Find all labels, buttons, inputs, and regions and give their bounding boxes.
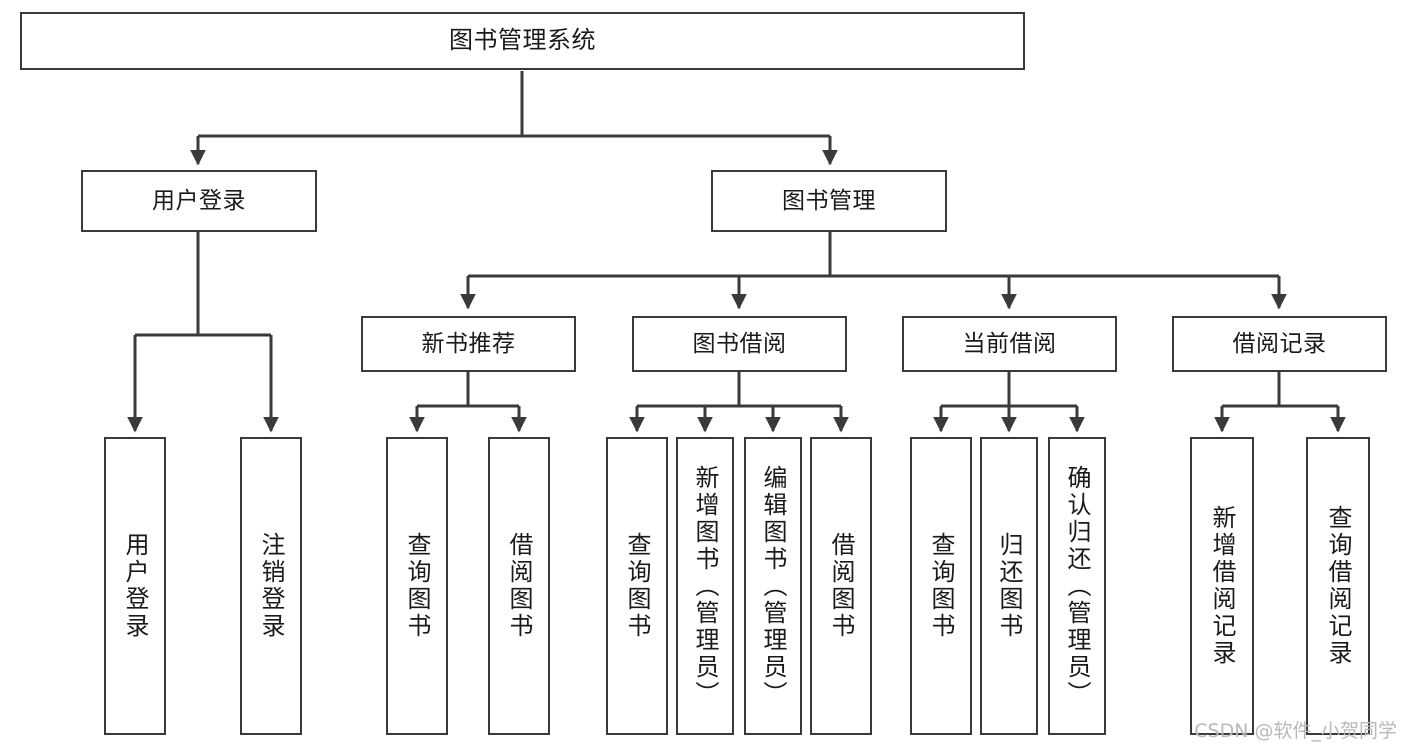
leaf-cb-confirm-return-admin[interactable]: 确认归还（管理员）	[1048, 437, 1106, 735]
leaf-nb-borrow-book[interactable]: 借阅图书	[488, 437, 550, 735]
node-label: 当前借阅	[962, 330, 1057, 357]
node-label: 查询借阅记录	[1324, 505, 1352, 667]
node-label: 归还图书	[995, 532, 1023, 640]
node-borrow-records[interactable]: 借阅记录	[1172, 316, 1387, 372]
node-root-system[interactable]: 图书管理系统	[20, 12, 1025, 70]
leaf-cb-return-book[interactable]: 归还图书	[980, 437, 1038, 735]
node-book-borrow[interactable]: 图书借阅	[632, 316, 847, 372]
leaf-user-login[interactable]: 用户登录	[104, 437, 166, 735]
leaf-logout[interactable]: 注销登录	[240, 437, 302, 735]
node-label: 编辑图书（管理员）	[759, 464, 787, 708]
node-label: 确认归还（管理员）	[1063, 464, 1091, 708]
leaf-cb-query-book[interactable]: 查询图书	[910, 437, 972, 735]
node-label: 借阅图书	[505, 532, 533, 640]
node-label: 新增图书（管理员）	[691, 464, 719, 708]
node-current-borrow[interactable]: 当前借阅	[902, 316, 1117, 372]
node-label: 借阅记录	[1232, 330, 1327, 357]
leaf-bw-borrow-book[interactable]: 借阅图书	[810, 437, 872, 735]
node-label: 查询图书	[403, 532, 431, 640]
node-label: 用户登录	[121, 532, 149, 640]
leaf-rc-add-record[interactable]: 新增借阅记录	[1190, 437, 1254, 735]
leaf-rc-query-record[interactable]: 查询借阅记录	[1306, 437, 1370, 735]
csdn-watermark: CSDN @软件_小贺同学	[1194, 720, 1397, 742]
leaf-bw-edit-book-admin[interactable]: 编辑图书（管理员）	[744, 437, 802, 735]
node-label: 图书管理	[782, 187, 876, 214]
node-label: 注销登录	[257, 532, 285, 640]
leaf-nb-query-book[interactable]: 查询图书	[386, 437, 448, 735]
node-label: 图书管理系统	[449, 26, 596, 55]
node-label: 查询图书	[623, 532, 651, 640]
node-label: 图书借阅	[692, 330, 787, 357]
leaf-bw-query-book[interactable]: 查询图书	[606, 437, 668, 735]
node-user-login[interactable]: 用户登录	[81, 170, 317, 232]
node-book-management[interactable]: 图书管理	[711, 170, 947, 232]
node-label: 查询图书	[927, 532, 955, 640]
leaf-bw-add-book-admin[interactable]: 新增图书（管理员）	[676, 437, 734, 735]
node-new-book-recommend[interactable]: 新书推荐	[361, 316, 576, 372]
node-label: 用户登录	[152, 187, 246, 214]
node-label: 新书推荐	[421, 330, 516, 357]
node-label: 新增借阅记录	[1208, 505, 1236, 667]
node-label: 借阅图书	[827, 532, 855, 640]
